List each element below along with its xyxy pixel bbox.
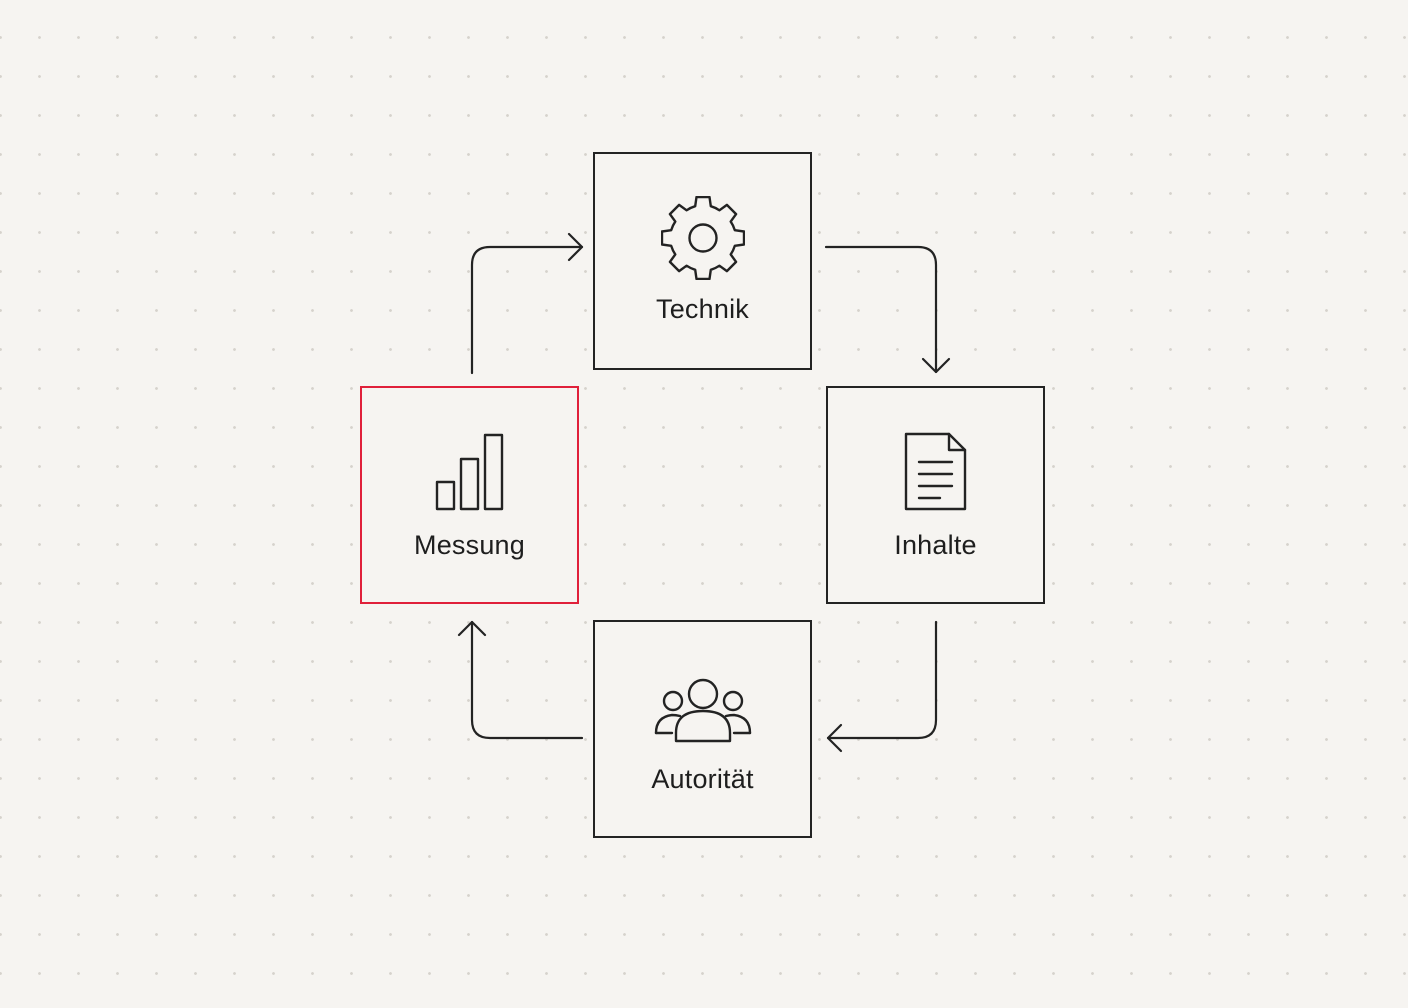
document-icon	[828, 432, 1043, 512]
arrowhead-inhalte-to-autoritaet	[826, 723, 843, 753]
arrowhead-technik-to-inhalte	[921, 357, 951, 374]
node-autoritaet: Autorität	[593, 620, 812, 838]
node-inhalte: Inhalte	[826, 386, 1045, 604]
bar-chart-icon	[362, 432, 577, 512]
node-technik: Technik	[593, 152, 812, 370]
arrowhead-autoritaet-to-messung	[457, 620, 487, 637]
arrow-inhalte-to-autoritaet	[826, 620, 938, 740]
gear-icon	[595, 196, 810, 280]
arrow-technik-to-inhalte	[824, 245, 938, 374]
arrow-messung-to-technik	[470, 245, 584, 375]
node-label-technik: Technik	[656, 294, 749, 324]
arrow-autoritaet-to-messung	[470, 620, 584, 740]
node-label-messung: Messung	[414, 530, 525, 560]
arrowhead-messung-to-technik	[567, 232, 584, 262]
people-icon	[595, 677, 810, 743]
node-messung: Messung	[360, 386, 579, 604]
node-label-inhalte: Inhalte	[894, 530, 977, 560]
node-label-autoritaet: Autorität	[651, 764, 754, 794]
